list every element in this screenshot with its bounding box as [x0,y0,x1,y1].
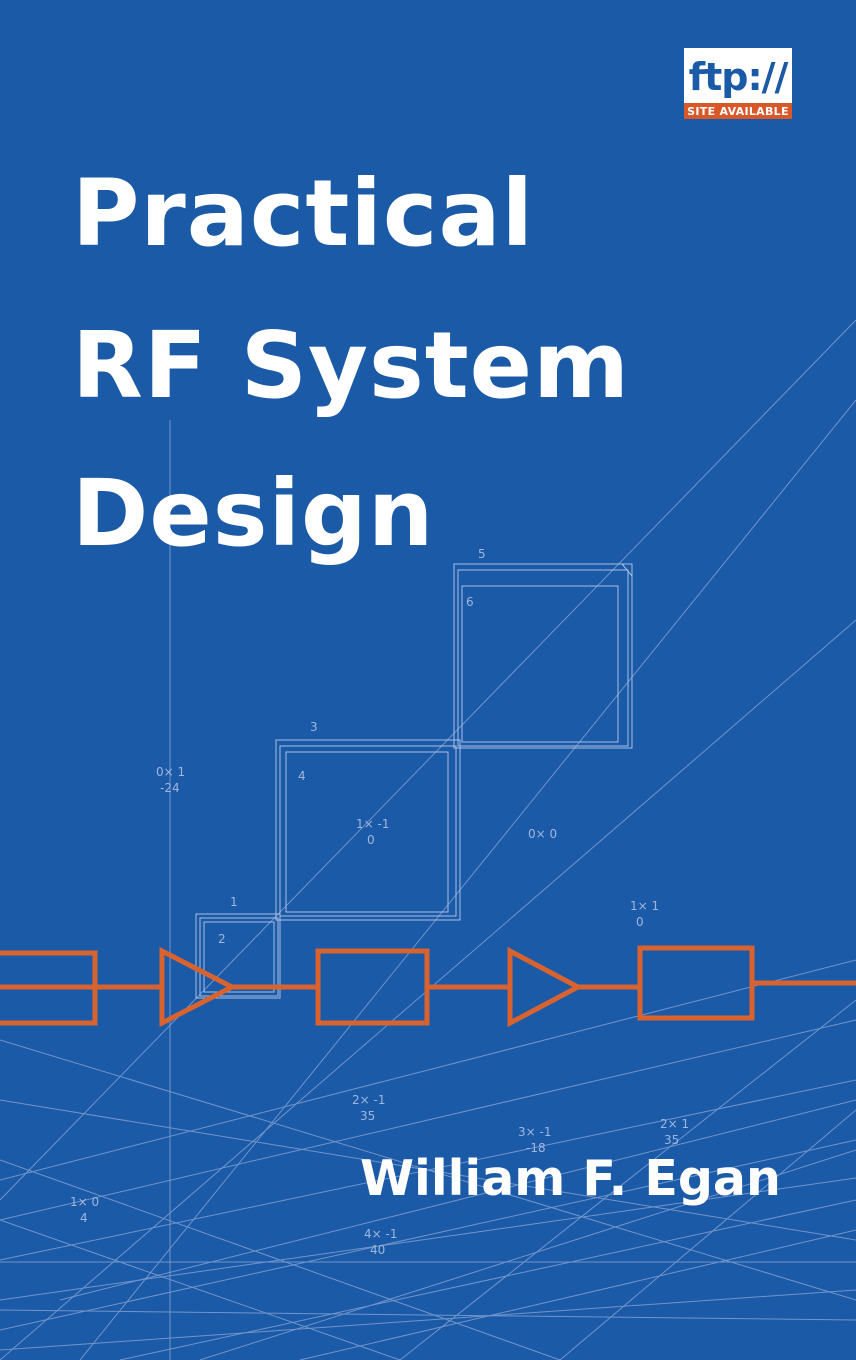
block-filter-2 [637,945,755,1021]
label-0x0: 0× 0 [528,827,557,841]
label-box2: 2 [218,932,226,946]
label-1x1b: 1× 1 [630,899,659,913]
ftp-site-badge: ftp:// SITE AVAILABLE [684,48,792,119]
diagram-labels: 1 2 3 4 5 6 0× 1 -24 1× -1 0 0× 0 1× 1 0… [70,547,689,1257]
author-name: William F. Egan [360,1150,781,1207]
label-box6: 6 [466,595,474,609]
label-18: -18 [526,1141,546,1155]
block-filter-1 [0,950,98,1026]
label-1x1a: 1× -1 [356,817,389,831]
site-available-label: SITE AVAILABLE [684,103,792,119]
block-mixer [315,948,430,1026]
label-4x1: 4× -1 [364,1227,397,1241]
title-line-2: RF System [72,312,630,419]
label-1x0: 1× 0 [70,1195,99,1209]
construction-lines [0,319,856,1360]
amplifier-1-icon [159,946,238,1028]
label-2x1: 2× -1 [352,1093,385,1107]
label-3x1: 3× -1 [518,1125,551,1139]
label-0b: 0 [636,915,644,929]
label-24: -24 [160,781,180,795]
label-0x1: 0× 1 [156,765,185,779]
label-box3: 3 [310,720,318,734]
label-35b: 35 [664,1133,679,1147]
label-4: 4 [80,1211,88,1225]
label-box1: 1 [230,895,238,909]
title-line-3: Design [72,460,435,567]
label-2x1b: 2× 1 [660,1117,689,1131]
label-35a: 35 [360,1109,375,1123]
label-box4: 4 [298,769,306,783]
title-line-1: Practical [72,160,535,267]
nested-boxes [195,563,633,999]
rf-block-chain [0,945,856,1028]
amplifier-2-icon [507,946,584,1028]
label-40: 40 [370,1243,385,1257]
label-box5: 5 [478,547,486,561]
label-0a: 0 [367,833,375,847]
ftp-label: ftp:// [684,48,792,105]
